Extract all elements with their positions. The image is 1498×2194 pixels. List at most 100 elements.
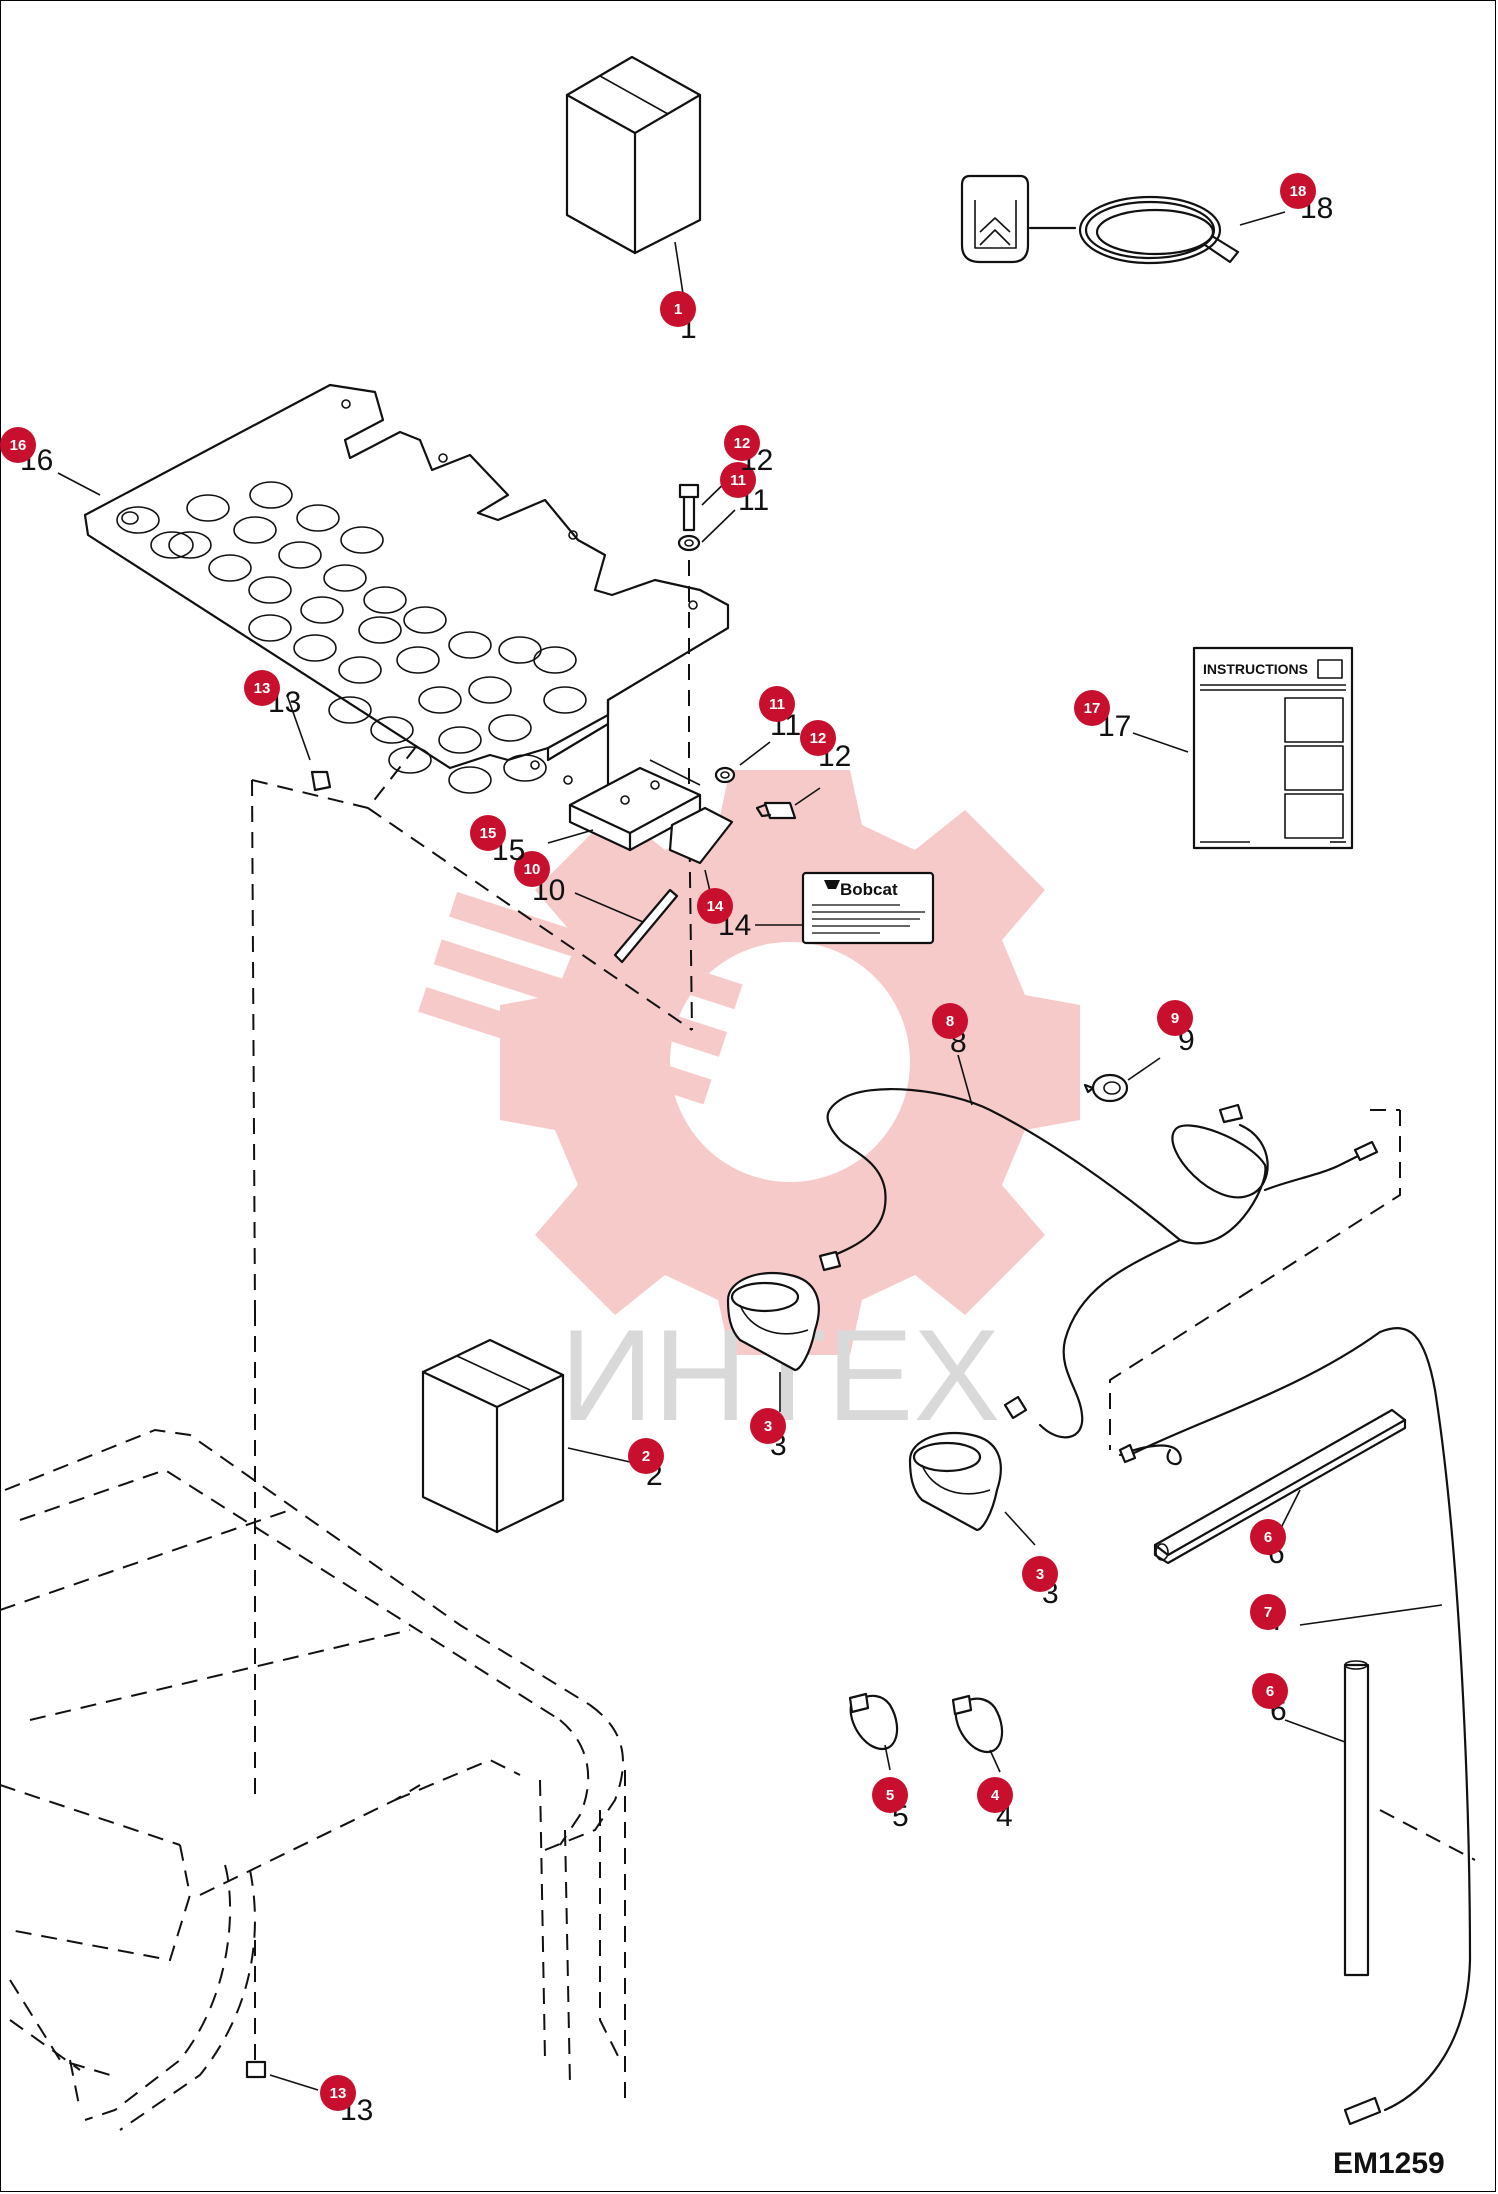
- part-3-horn-upper: [726, 1271, 820, 1372]
- svg-text:10: 10: [524, 861, 541, 878]
- callout-16[interactable]: 16 16: [0, 427, 53, 477]
- callout-17[interactable]: 17 17: [1074, 690, 1131, 743]
- callout-11a[interactable]: 11 11: [720, 462, 769, 517]
- part-11-washer-upper: [677, 534, 701, 552]
- leader-7: [1299, 1604, 1443, 1626]
- svg-text:11: 11: [730, 472, 746, 489]
- callout-13a[interactable]: 13 13: [244, 670, 301, 719]
- leader-11b: [739, 741, 771, 766]
- machine-cab-outline: [0, 1428, 626, 2131]
- part-6-trim-strip-upper: [1153, 1408, 1407, 1565]
- callout-2[interactable]: 2 2: [628, 1438, 664, 1492]
- svg-text:2: 2: [642, 1448, 650, 1465]
- part-10-rod: [613, 888, 679, 964]
- leader-6b: [1284, 1719, 1346, 1743]
- part-1-box: [565, 55, 702, 255]
- svg-text:14: 14: [707, 898, 724, 915]
- part-14-decal-small: [668, 806, 734, 865]
- callout-9[interactable]: 9 9: [1157, 1000, 1195, 1057]
- harness-dashed-box: [1109, 1109, 1401, 1450]
- svg-text:5: 5: [886, 1787, 894, 1804]
- part-2-box: [421, 1338, 565, 1534]
- leader-13a: [286, 694, 311, 761]
- svg-text:16: 16: [10, 437, 27, 454]
- instructions-title: INSTRUCTIONS: [1203, 661, 1308, 677]
- svg-text:3: 3: [1036, 1566, 1044, 1583]
- part-5-cable-tie: [848, 1692, 899, 1751]
- leader-10: [574, 892, 644, 923]
- svg-text:7: 7: [1264, 1604, 1272, 1621]
- part-3-horn-lower: [908, 1431, 1002, 1532]
- svg-text:6: 6: [1266, 1683, 1274, 1700]
- leader-12b: [794, 787, 821, 806]
- callout-4[interactable]: 4 4: [977, 1777, 1013, 1833]
- svg-text:6: 6: [1264, 1529, 1272, 1546]
- leader-16: [57, 472, 101, 496]
- callout-15[interactable]: 15 15: [470, 815, 525, 867]
- svg-text:13: 13: [254, 680, 271, 697]
- callout-5[interactable]: 5 5: [872, 1777, 909, 1833]
- callout-18[interactable]: 18 18: [1280, 173, 1333, 225]
- callout-12b[interactable]: 12 12: [800, 720, 851, 773]
- svg-text:15: 15: [480, 825, 497, 842]
- leader-17: [1132, 732, 1189, 753]
- svg-text:9: 9: [1171, 1010, 1179, 1027]
- callout-8[interactable]: 8 8: [932, 1003, 968, 1059]
- callout-7[interactable]: 7 7: [1250, 1594, 1287, 1637]
- svg-text:18: 18: [1290, 183, 1307, 200]
- leader-1: [674, 241, 685, 301]
- part-16-perforated-plate: [83, 383, 730, 812]
- watermark-gear-logo: [418, 770, 1080, 1355]
- leader-5: [884, 1744, 891, 1771]
- svg-text:12: 12: [810, 730, 827, 747]
- part-14-decal: Bobcat: [801, 871, 935, 945]
- callout-1[interactable]: 1 1: [660, 291, 697, 345]
- svg-text:4: 4: [991, 1787, 1000, 1804]
- svg-text:17: 17: [1084, 700, 1101, 717]
- part-7-long-wire: [1118, 1327, 1472, 2126]
- callout-10[interactable]: 10 10: [514, 851, 565, 907]
- svg-text:1: 1: [674, 301, 682, 318]
- svg-text:12: 12: [734, 435, 751, 452]
- part-6-trim-strip-lower: [1343, 1660, 1370, 1977]
- callout-13b[interactable]: 13 13: [320, 2075, 373, 2127]
- callout-14[interactable]: 14 14: [697, 888, 751, 942]
- callout-11b[interactable]: 11 11: [759, 686, 801, 742]
- part-11-washer-lower: [714, 766, 736, 784]
- decal-brand-text: Bobcat: [840, 880, 898, 899]
- drawing-code: EM1259: [1333, 2147, 1445, 2180]
- dashed-guide-lines: [251, 747, 693, 2060]
- dashed-line-wire: [1379, 1809, 1476, 1861]
- callout-3b[interactable]: 3 3: [1022, 1556, 1059, 1610]
- part-17-instructions-sheet: INSTRUCTIONS: [1192, 646, 1354, 850]
- leader-8: [957, 1054, 973, 1106]
- leader-15: [547, 829, 594, 844]
- svg-text:3: 3: [764, 1418, 772, 1435]
- leader-11a: [701, 509, 736, 543]
- part-13-nut-lower: [245, 2060, 267, 2079]
- svg-text:8: 8: [946, 1013, 954, 1030]
- callout-3a[interactable]: 3 3: [750, 1408, 787, 1462]
- bobcat-logo-icon: [824, 880, 840, 889]
- leader-2: [567, 1447, 631, 1463]
- leader-18: [1239, 211, 1286, 226]
- leader-4: [989, 1749, 1001, 1773]
- callout-12a[interactable]: 12 12: [724, 425, 773, 477]
- leader-13b: [269, 2074, 319, 2091]
- part-4-cable-tie: [951, 1694, 1004, 1754]
- part-9-grommet: [1083, 1073, 1129, 1103]
- callout-badges: 1 1 2 2 3 3 3 3 4 4 5: [0, 173, 1333, 2127]
- callout-6b[interactable]: 6 6: [1252, 1673, 1288, 1727]
- part-12-bolt-lower: [755, 801, 797, 820]
- part-12-bolt-upper: [678, 483, 700, 532]
- leader-9: [1127, 1057, 1161, 1081]
- callout-6a[interactable]: 6 6: [1250, 1519, 1286, 1570]
- part-8-wiring-harness: [818, 1087, 1379, 1439]
- svg-text:11: 11: [769, 696, 785, 713]
- part-13-nut-upper: [310, 770, 332, 792]
- leader-3b: [1004, 1511, 1036, 1546]
- part-18-edge-trim: [960, 174, 1240, 265]
- svg-text:13: 13: [330, 2085, 347, 2102]
